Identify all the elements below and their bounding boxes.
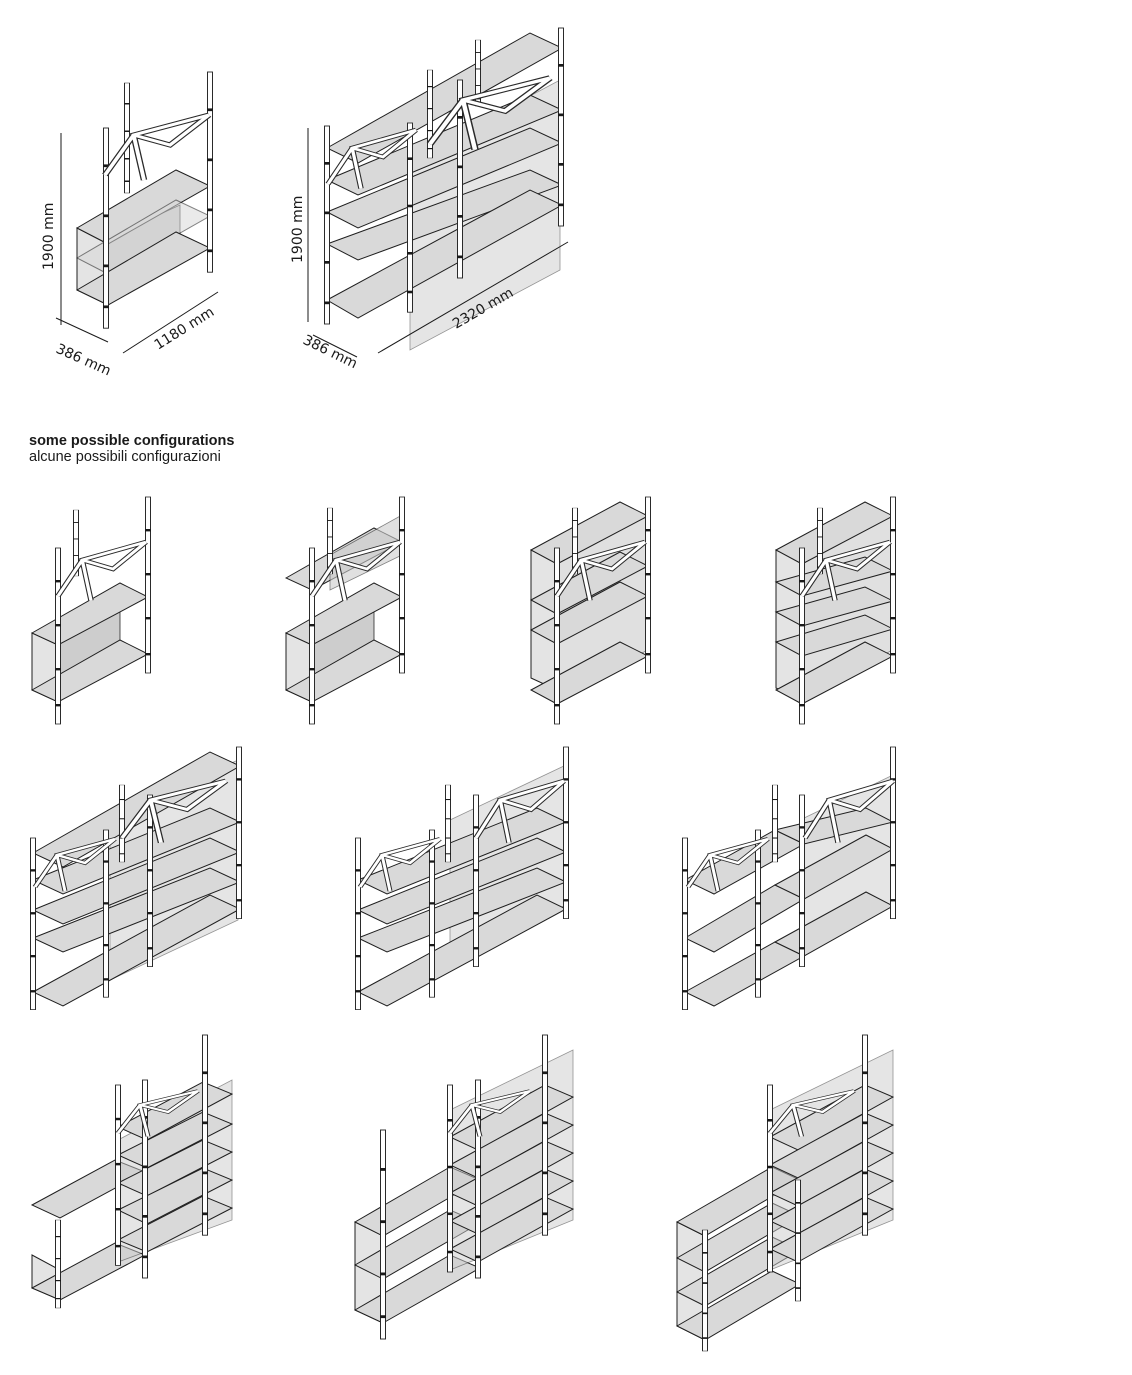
unit-1180-drawing xyxy=(55,71,219,354)
config-9 xyxy=(353,1034,575,1340)
unit-1180-height-label: 1900 mm xyxy=(41,203,57,270)
config-2 xyxy=(284,496,406,725)
config-6 xyxy=(354,746,570,1011)
config-8 xyxy=(30,1034,234,1309)
config-10 xyxy=(675,1034,895,1352)
config-row-1 xyxy=(30,496,897,725)
unit-2320-drawing xyxy=(307,27,569,358)
config-4 xyxy=(774,496,897,725)
configurations-heading: some possible configurations alcune poss… xyxy=(29,433,234,465)
config-row-2 xyxy=(29,746,897,1011)
config-7 xyxy=(681,746,897,1011)
unit-2320-depth-label: 386 mm xyxy=(300,332,360,372)
unit-2320-height-label: 1900 mm xyxy=(290,196,306,263)
heading-english: some possible configurations xyxy=(29,433,235,449)
unit-1180-depth-label: 386 mm xyxy=(53,341,113,379)
config-3 xyxy=(529,496,652,725)
heading-italian: alcune possibili configurazioni xyxy=(29,449,221,465)
config-1 xyxy=(30,496,152,725)
config-row-3 xyxy=(30,1034,895,1352)
config-5 xyxy=(29,746,243,1011)
